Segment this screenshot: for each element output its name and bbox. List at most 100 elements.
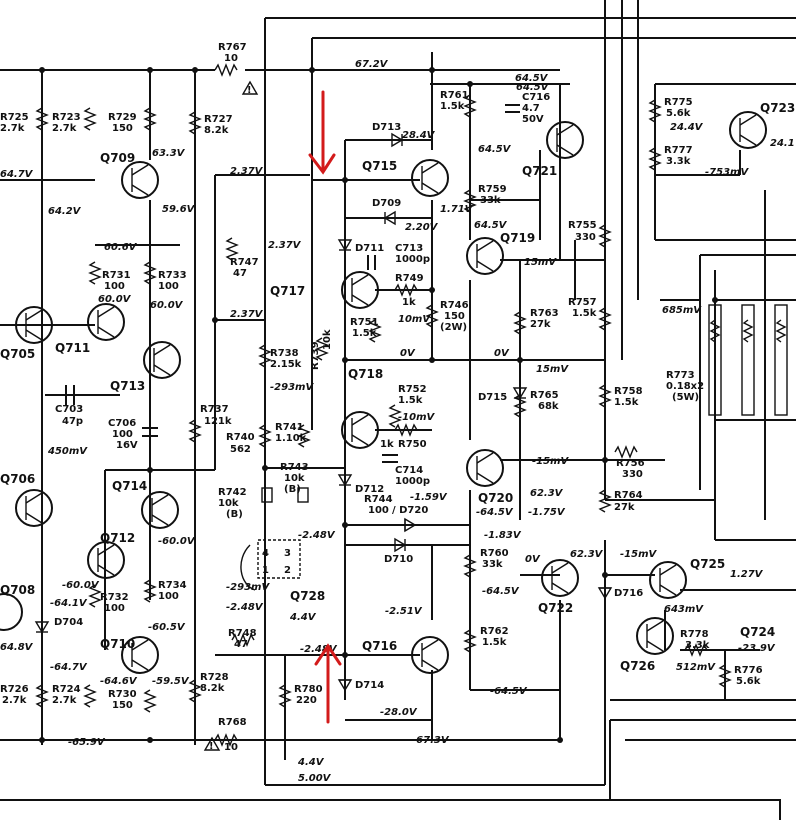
- voltage-label: -59.5V: [152, 676, 190, 687]
- voltage-label: 60.0V: [98, 294, 132, 305]
- resistor-value: 1k: [402, 297, 416, 308]
- transistor-label: Q715: [362, 159, 397, 173]
- resistor-value: 2.7k: [52, 123, 77, 134]
- diode-label: D710: [384, 554, 413, 565]
- resistor-label: R777: [664, 145, 693, 156]
- voltage-label: -64.1V: [50, 598, 88, 609]
- diode-label: D715: [478, 392, 507, 403]
- diode-symbols: [34, 132, 613, 692]
- resistor-label: R734: [158, 580, 187, 591]
- resistor-label: R738: [270, 348, 299, 359]
- resistor-label: R748: [228, 628, 257, 639]
- resistor-value: 5.6k: [666, 108, 691, 119]
- capacitor-label: C716: [522, 92, 550, 103]
- warning-icon: !: [247, 85, 252, 96]
- resistor-value: 1.5k: [572, 308, 597, 319]
- resistor-value: 100: [104, 603, 125, 614]
- voltage-label: 2.37V: [230, 309, 264, 320]
- resistor-label: R776: [734, 665, 763, 676]
- resistor-value: 150: [112, 700, 133, 711]
- resistor-label: R724: [52, 684, 81, 695]
- voltage-label: 2.20V: [405, 222, 439, 233]
- resistor-value: 330: [622, 469, 643, 480]
- resistor-label: R746: [440, 300, 469, 311]
- resistor-value: 1.5k: [482, 637, 507, 648]
- resistor-label: R730: [108, 689, 137, 700]
- resistor-value: 3.3k: [685, 640, 710, 651]
- voltage-label: 1.71V: [440, 204, 474, 215]
- resistor-label: R752: [398, 384, 427, 395]
- transistor-label: Q710: [100, 637, 135, 651]
- voltage-label: -15mV: [532, 456, 569, 467]
- voltage-label: 10mV: [398, 314, 431, 325]
- resistor-label: R725: [0, 112, 29, 123]
- voltage-label: 1.27V: [730, 569, 764, 580]
- resistor-value: 100: [158, 591, 179, 602]
- resistor-value: 33k: [482, 559, 503, 570]
- resistor-label: R729: [108, 112, 137, 123]
- resistor-label: R749: [395, 273, 424, 284]
- transistor-label: Q708: [0, 583, 35, 597]
- diode-label: D712: [355, 484, 384, 495]
- resistor-label: R764: [614, 490, 643, 501]
- voltage-label: 24.4V: [670, 122, 704, 133]
- resistor-value: 5.6k: [736, 676, 761, 687]
- connector-pin: 3: [284, 548, 291, 559]
- resistor-value: 100: [104, 281, 125, 292]
- labels: Q709 Q711 Q713 Q705 Q706 Q714 Q712 Q708 …: [0, 42, 795, 784]
- annotation-arrows: [308, 90, 342, 724]
- transistor-label: Q716: [362, 639, 397, 653]
- diode-label: D714: [355, 680, 384, 691]
- voltage-label: -10mV: [398, 412, 435, 423]
- resistor-value: 8.2k: [204, 125, 229, 136]
- capacitor-value: 4.7: [522, 103, 540, 114]
- resistor-value: 8.2k: [200, 683, 225, 694]
- resistor-label: R758: [614, 386, 643, 397]
- resistor-label: R723: [52, 112, 81, 123]
- resistor-label: R778: [680, 629, 709, 640]
- voltage-label: 2.37V: [230, 166, 264, 177]
- resistor-value: 1k: [380, 439, 394, 450]
- junction-dots: [39, 67, 718, 743]
- voltage-label: -64.6V: [100, 676, 138, 687]
- voltage-label: 62.3V: [570, 549, 604, 560]
- resistor-value: 2.15k: [270, 359, 302, 370]
- resistor-value: 1.5k: [614, 397, 639, 408]
- connector-pin: 2: [284, 565, 291, 576]
- red-arrow-up: [314, 643, 342, 724]
- voltage-label: 512mV: [676, 662, 716, 673]
- resistor-label: R743: [280, 462, 309, 473]
- resistor-value: 10k: [284, 473, 305, 484]
- voltage-label: -60.0V: [62, 580, 100, 591]
- resistor-label: R760: [480, 548, 509, 559]
- diode-label: D716: [614, 588, 643, 599]
- transistor-label: Q725: [690, 557, 725, 571]
- capacitor-value2: 16V: [116, 440, 138, 451]
- voltage-label: 24.1: [770, 138, 795, 149]
- transistor-label: Q706: [0, 472, 35, 486]
- resistor-value: 330: [575, 232, 596, 243]
- voltage-label: 5.00V: [298, 773, 332, 784]
- resistor-value: 27k: [530, 319, 551, 330]
- resistor-label: R762: [480, 626, 509, 637]
- transistor-label: Q724: [740, 625, 775, 639]
- voltage-label: 67.2V: [355, 59, 389, 70]
- voltage-label: 28.4V: [402, 130, 436, 141]
- resistor-value: 10k: [218, 498, 239, 509]
- transistor-label: Q723: [760, 101, 795, 115]
- resistor-value: 33k: [480, 195, 501, 206]
- resistor-label: R780: [294, 684, 323, 695]
- resistor-value: 1.5k: [440, 101, 465, 112]
- transistor-label: Q718: [348, 367, 383, 381]
- voltage-label: -60.5V: [148, 622, 186, 633]
- voltage-label: 63.3V: [152, 148, 186, 159]
- resistor-label: R773: [666, 370, 695, 381]
- voltage-label: 62.3V: [530, 488, 564, 499]
- transistor-label: Q728: [290, 589, 325, 603]
- voltage-label: 4.4V: [289, 612, 317, 623]
- resistor-label: R768: [218, 717, 247, 728]
- resistor-label: (B): [226, 509, 243, 520]
- voltage-label: -2.48V: [300, 644, 338, 655]
- resistor-label: R731: [102, 270, 131, 281]
